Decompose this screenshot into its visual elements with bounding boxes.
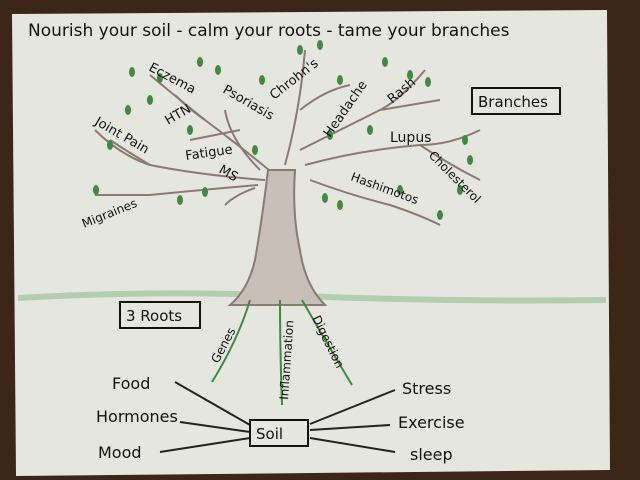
branch-label-lupus: Lupus: [390, 130, 431, 146]
tree-roots: [211, 299, 353, 406]
tree-trunk: [227, 169, 328, 306]
soil-factor-mood: Mood: [98, 443, 142, 462]
branches-box-label: Branches: [478, 93, 548, 111]
branches-box: [471, 87, 561, 115]
soil-factor-exercise: Exercise: [398, 413, 465, 432]
soil-factor-hormones: Hormones: [96, 407, 178, 426]
soil-factor-sleep: sleep: [410, 445, 453, 464]
soil-box-label: Soil: [256, 425, 283, 443]
soil-box: [249, 419, 309, 447]
roots-box-label: 3 Roots: [126, 307, 182, 325]
tree-leaves: [93, 40, 473, 220]
roots-box: [119, 301, 201, 329]
page-title: Nourish your soil - calm your roots - ta…: [28, 21, 510, 41]
soil-factor-food: Food: [112, 374, 150, 393]
soil-lines: [159, 381, 396, 453]
paper-sheet: [12, 10, 610, 476]
soil-factor-stress: Stress: [402, 379, 451, 398]
root-label-inflammation: Inflammation: [277, 320, 297, 401]
branch-label-fatigue: Fatigue: [184, 143, 233, 164]
